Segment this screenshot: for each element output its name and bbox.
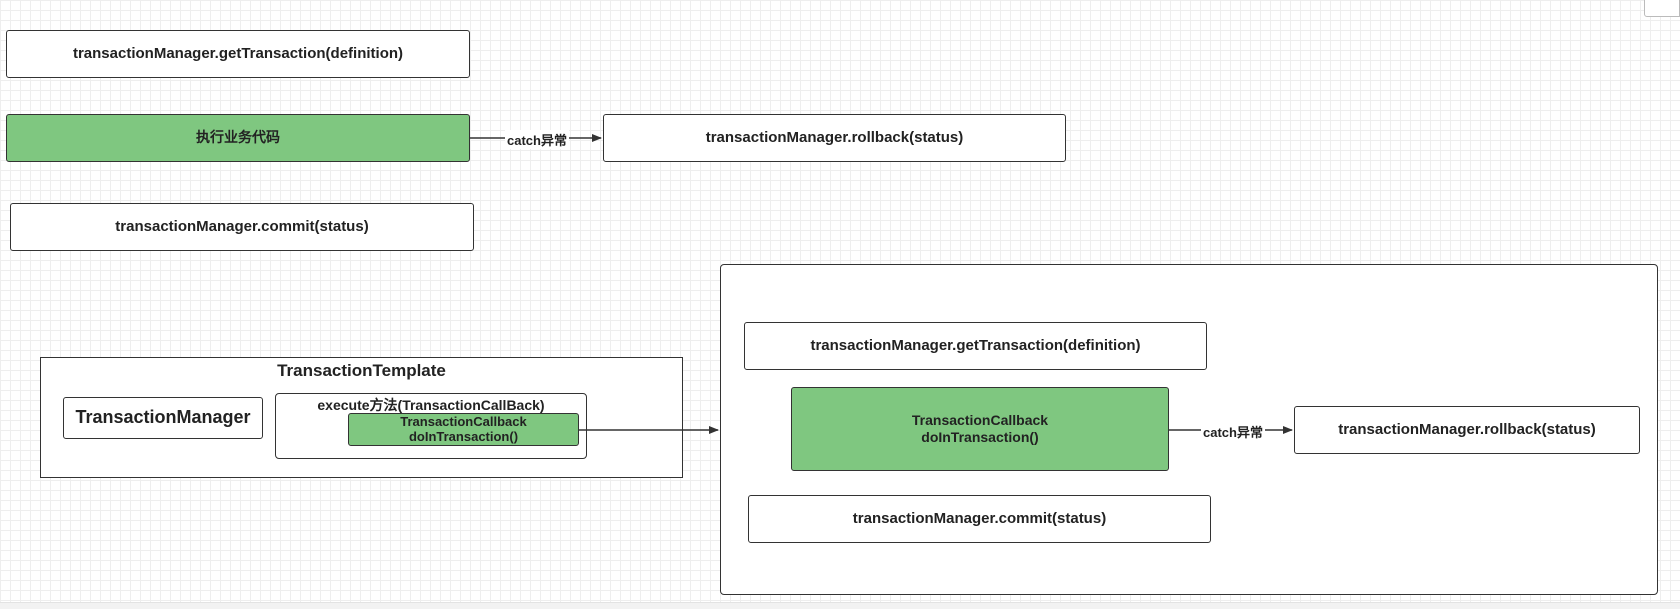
transaction-template-title: TransactionTemplate xyxy=(277,361,446,380)
transaction-manager-label: TransactionManager xyxy=(75,407,251,428)
catch-exception-label: catch异常 xyxy=(505,130,569,149)
horizontal-scrollbar-track[interactable] xyxy=(0,602,1680,609)
detail-rollback-node: transactionManager.rollback(status) xyxy=(1294,406,1640,454)
get-transaction-node: transactionManager.getTransaction(defini… xyxy=(6,30,470,78)
detail-catch-exception-label: catch异常 xyxy=(1201,422,1265,441)
commit-label: transactionManager.commit(status) xyxy=(115,217,369,235)
detail-get-transaction-label: transactionManager.getTransaction(defini… xyxy=(810,336,1141,354)
detail-rollback-label: transactionManager.rollback(status) xyxy=(1338,420,1596,438)
template-callback-line1: TransactionCallback xyxy=(400,413,527,429)
detail-get-transaction-node: transactionManager.getTransaction(defini… xyxy=(744,322,1207,370)
rollback-label: transactionManager.rollback(status) xyxy=(705,128,964,146)
detail-commit-label: transactionManager.commit(status) xyxy=(852,509,1107,527)
template-callback-node: TransactionCallback doInTransaction() xyxy=(348,413,579,446)
get-transaction-label: transactionManager.getTransaction(defini… xyxy=(72,44,404,62)
template-callback-line2: doInTransaction() xyxy=(408,428,519,444)
corner-control[interactable] xyxy=(1644,0,1680,17)
detail-callback-node: TransactionCallback doInTransaction() xyxy=(791,387,1169,471)
execute-method-title: execute方法(TransactionCallBack) xyxy=(317,397,545,413)
execute-business-code-label: 执行业务代码 xyxy=(196,129,280,146)
detail-callback-line1: TransactionCallback xyxy=(911,412,1049,429)
rollback-node: transactionManager.rollback(status) xyxy=(603,114,1066,162)
transaction-manager-node: TransactionManager xyxy=(63,397,263,439)
execute-business-code-node: 执行业务代码 xyxy=(6,114,470,162)
detail-callback-line2: doInTransaction() xyxy=(921,429,1039,445)
commit-node: transactionManager.commit(status) xyxy=(10,203,474,251)
detail-commit-node: transactionManager.commit(status) xyxy=(748,495,1211,543)
